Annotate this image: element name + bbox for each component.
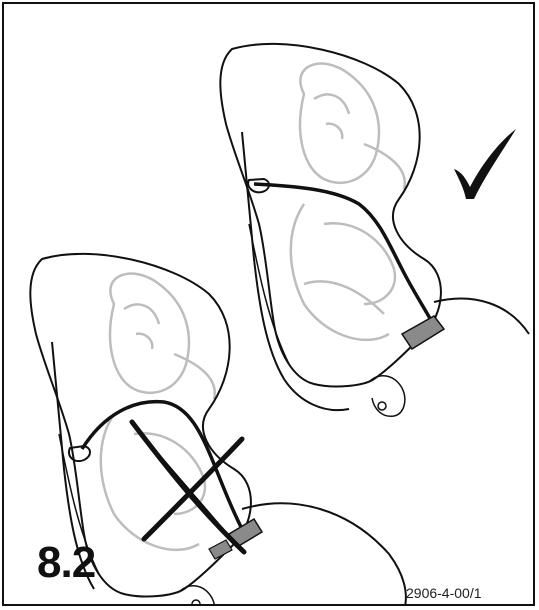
figure-code: 2906-4-00/1 xyxy=(406,586,482,600)
illustration-frame: 8.2 2906-4-00/1 xyxy=(2,2,535,606)
check-mark-icon xyxy=(454,129,516,199)
correct-seat-group xyxy=(220,44,529,416)
cross-mark-icon xyxy=(132,422,244,552)
figure-number: 8.2 xyxy=(37,541,95,585)
seat-belt-illustration xyxy=(4,4,535,606)
buckle-correct xyxy=(402,316,444,349)
child-figure-correct xyxy=(291,64,405,340)
